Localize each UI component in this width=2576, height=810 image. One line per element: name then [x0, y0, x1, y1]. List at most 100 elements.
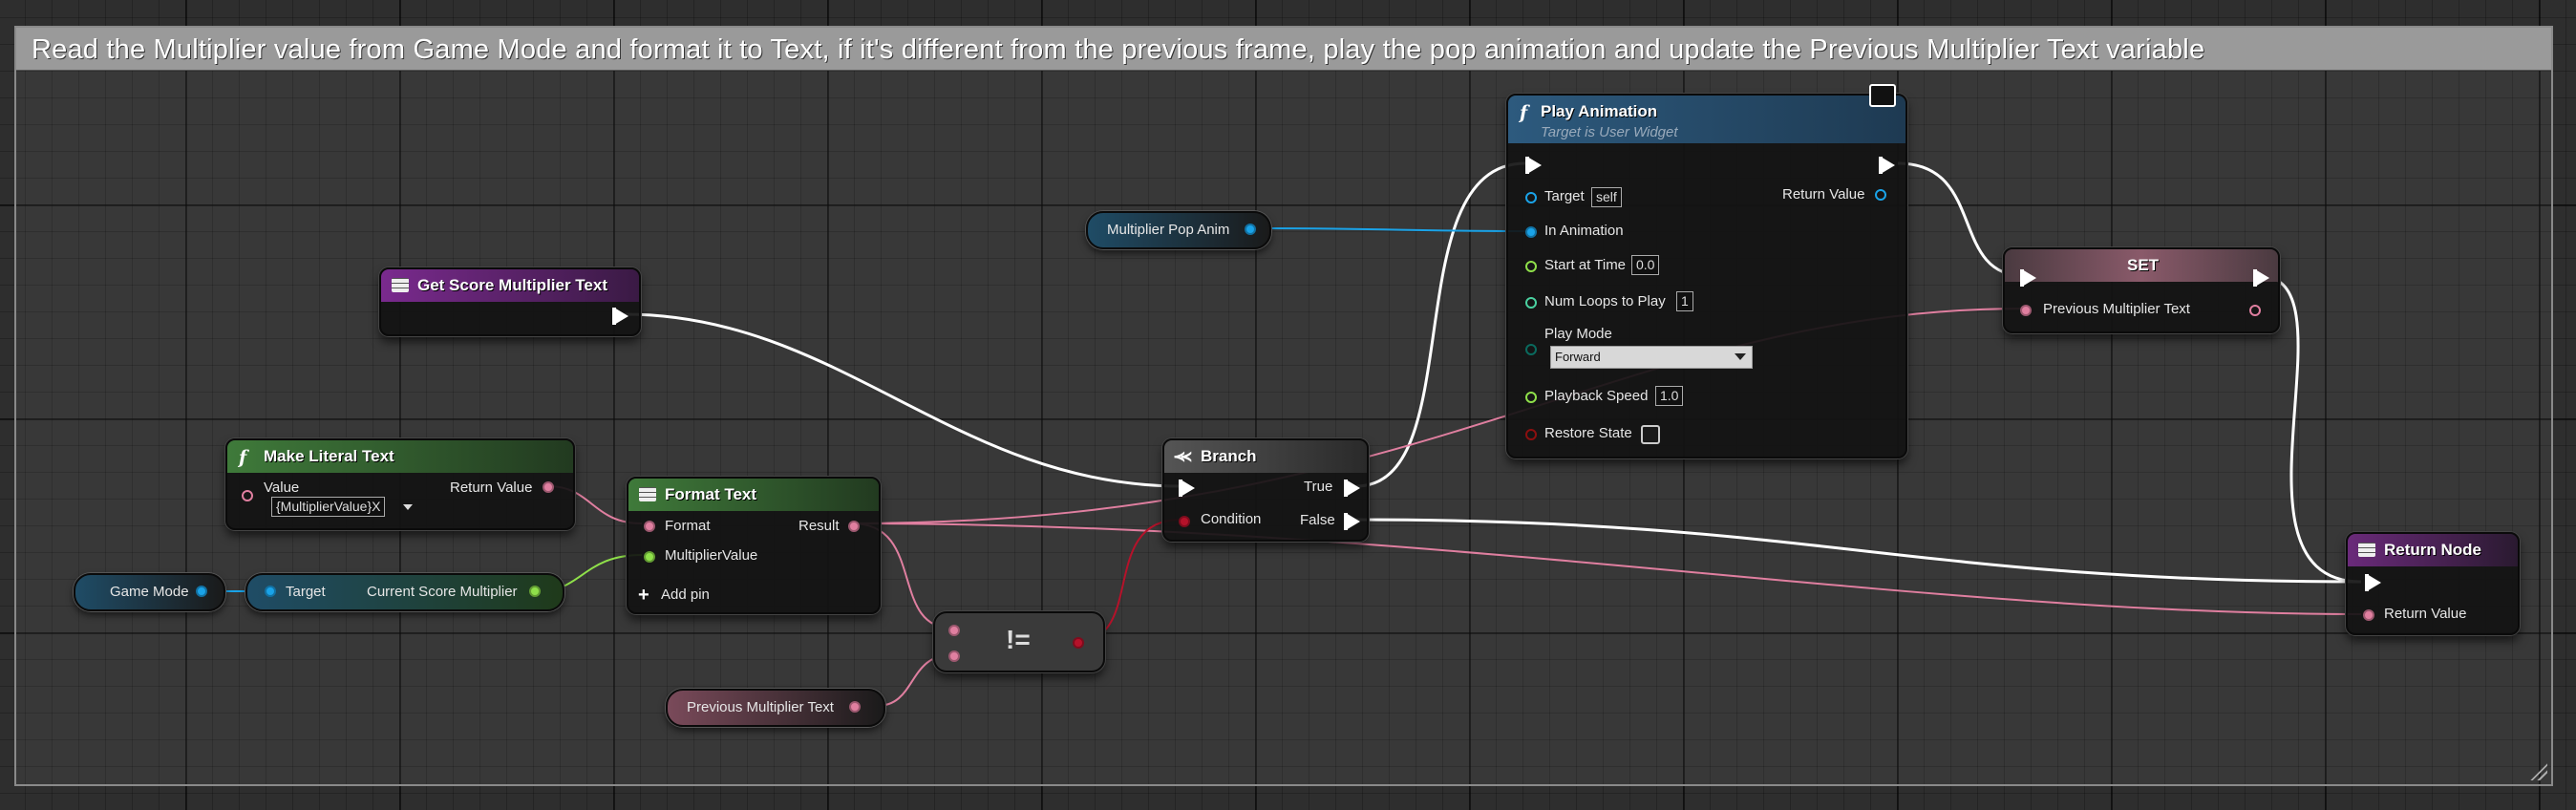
- node-title: Return Node: [2384, 541, 2481, 559]
- start-time-pin[interactable]: [1525, 261, 1537, 272]
- exec-out-pin[interactable]: [612, 308, 628, 325]
- num-loops-pin[interactable]: [1525, 297, 1537, 309]
- node-header: [1164, 440, 1367, 473]
- exec-in-pin[interactable]: [1525, 157, 1542, 174]
- node-header: [2348, 534, 2518, 566]
- condition-in-pin[interactable]: [1179, 516, 1190, 527]
- node-make-literal-text[interactable]: f Make Literal Text Value {MultiplierVal…: [225, 438, 575, 530]
- resize-handle-icon[interactable]: [2530, 763, 2547, 780]
- wire-exec-get-to-branch: [624, 312, 1182, 488]
- node-get-score-multiplier-text[interactable]: Get Score Multiplier Text: [379, 267, 641, 336]
- widget-target-icon: [1869, 84, 1896, 107]
- playback-speed-label: Playback Speed: [1544, 388, 1649, 404]
- node-title: Make Literal Text: [264, 447, 394, 465]
- start-time-input[interactable]: 0.0: [1631, 255, 1660, 275]
- variable-out-pin[interactable]: [849, 701, 861, 713]
- exec-in-pin[interactable]: [1179, 480, 1195, 497]
- num-loops-label: Num Loops to Play: [1544, 293, 1666, 309]
- chevron-down-icon[interactable]: [403, 504, 413, 510]
- num-loops-input[interactable]: 1: [1676, 291, 1693, 311]
- result-out-pin[interactable]: [848, 521, 860, 532]
- variable-out-pin[interactable]: [2249, 305, 2261, 316]
- format-in-pin[interactable]: [644, 521, 655, 532]
- condition-label: Condition: [1201, 511, 1262, 527]
- in-animation-label: In Animation: [1544, 223, 1624, 239]
- return-value-label: Return Value: [2384, 606, 2467, 622]
- true-label: True: [1304, 479, 1333, 495]
- target-value[interactable]: self: [1591, 187, 1622, 207]
- node-game-mode-variable[interactable]: Game Mode: [74, 573, 225, 611]
- anim-out-pin[interactable]: [1245, 224, 1256, 235]
- node-format-text[interactable]: Format Text Format Result MultiplierValu…: [627, 477, 881, 614]
- result-out-pin[interactable]: [1073, 637, 1084, 649]
- node-return[interactable]: Return Node Return Value: [2346, 532, 2520, 635]
- return-value-in-pin[interactable]: [2363, 609, 2374, 621]
- target-in-pin[interactable]: [265, 586, 276, 597]
- format-label: Format: [665, 518, 711, 534]
- value-in-pin[interactable]: [242, 490, 253, 501]
- value-label: Value: [264, 480, 300, 496]
- exec-out-pin[interactable]: [1879, 157, 1895, 174]
- playback-speed-input[interactable]: 1.0: [1655, 386, 1684, 406]
- node-header: [227, 440, 573, 473]
- node-title: Format Text: [665, 485, 757, 503]
- a-in-pin[interactable]: [948, 625, 960, 636]
- false-exec-out-pin[interactable]: [1344, 513, 1360, 530]
- chevron-down-icon: [1735, 353, 1746, 360]
- restore-state-pin[interactable]: [1525, 429, 1537, 440]
- exec-out-pin[interactable]: [2253, 269, 2269, 287]
- return-value-pin[interactable]: [1875, 189, 1886, 201]
- node-header: [381, 269, 639, 302]
- node-current-score-multiplier[interactable]: Target Current Score Multiplier: [245, 573, 564, 611]
- false-label: False: [1300, 512, 1335, 528]
- wire-exec-branch-false-to-return: [1355, 518, 2362, 584]
- node-multiplier-pop-anim[interactable]: Multiplier Pop Anim: [1086, 211, 1271, 249]
- variable-label: Previous Multiplier Text: [2043, 301, 2190, 317]
- wire-exec-play-to-set: [1897, 161, 2026, 278]
- start-time-label: Start at Time: [1544, 257, 1627, 273]
- target-label: Target: [286, 584, 326, 600]
- comment-header[interactable]: Read the Multiplier value from Game Mode…: [16, 28, 2551, 71]
- node-set-previous-multiplier-text[interactable]: SET Previous Multiplier Text: [2003, 247, 2280, 333]
- value-input[interactable]: {MultiplierValue}X: [271, 497, 386, 517]
- wire-object-anim-to-play: [1250, 227, 1526, 232]
- return-value-label: Return Value: [1782, 186, 1865, 202]
- play-mode-dropdown[interactable]: Forward: [1550, 346, 1753, 369]
- playback-speed-pin[interactable]: [1525, 392, 1537, 403]
- wire-exec-set-to-return: [2259, 274, 2362, 584]
- node-not-equal[interactable]: !=: [933, 611, 1105, 672]
- node-previous-multiplier-text-get[interactable]: Previous Multiplier Text: [666, 689, 885, 727]
- variable-in-pin[interactable]: [2020, 305, 2032, 316]
- add-pin-label[interactable]: Add pin: [661, 586, 710, 603]
- node-title: Play Animation: [1541, 102, 1658, 120]
- target-in-pin[interactable]: [1525, 192, 1537, 203]
- play-mode-pin[interactable]: [1525, 344, 1537, 355]
- exec-in-pin[interactable]: [2020, 269, 2036, 287]
- true-exec-out-pin[interactable]: [1344, 480, 1360, 497]
- node-play-animation[interactable]: f Play Animation Target is User Widget T…: [1506, 84, 1907, 458]
- node-title: Branch: [1201, 447, 1257, 465]
- output-label: Current Score Multiplier: [367, 584, 518, 600]
- multiplier-value-in-pin[interactable]: [644, 551, 655, 563]
- restore-state-checkbox[interactable]: [1641, 425, 1660, 444]
- return-value-pin[interactable]: [543, 481, 554, 493]
- comment-box[interactable]: Read the Multiplier value from Game Mode…: [14, 26, 2553, 786]
- in-animation-pin[interactable]: [1525, 226, 1537, 238]
- wire-text-result-to-return: [851, 522, 2362, 615]
- multiplier-out-pin[interactable]: [529, 586, 541, 597]
- game-mode-out-pin[interactable]: [196, 586, 207, 597]
- function-entry-icon: [392, 278, 409, 292]
- function-icon: [639, 487, 656, 501]
- multiplier-value-label: MultiplierValue: [665, 547, 758, 564]
- target-label: Target: [1544, 188, 1585, 204]
- function-icon: f: [239, 447, 247, 468]
- variable-label: Previous Multiplier Text: [687, 699, 834, 715]
- b-in-pin[interactable]: [948, 650, 960, 662]
- exec-in-pin[interactable]: [2365, 574, 2381, 591]
- add-pin-icon[interactable]: +: [638, 585, 649, 606]
- return-value-label: Return Value: [450, 480, 533, 496]
- node-branch[interactable]: ⪻ Branch True Condition False: [1162, 438, 1369, 542]
- variable-label: Game Mode: [110, 584, 189, 600]
